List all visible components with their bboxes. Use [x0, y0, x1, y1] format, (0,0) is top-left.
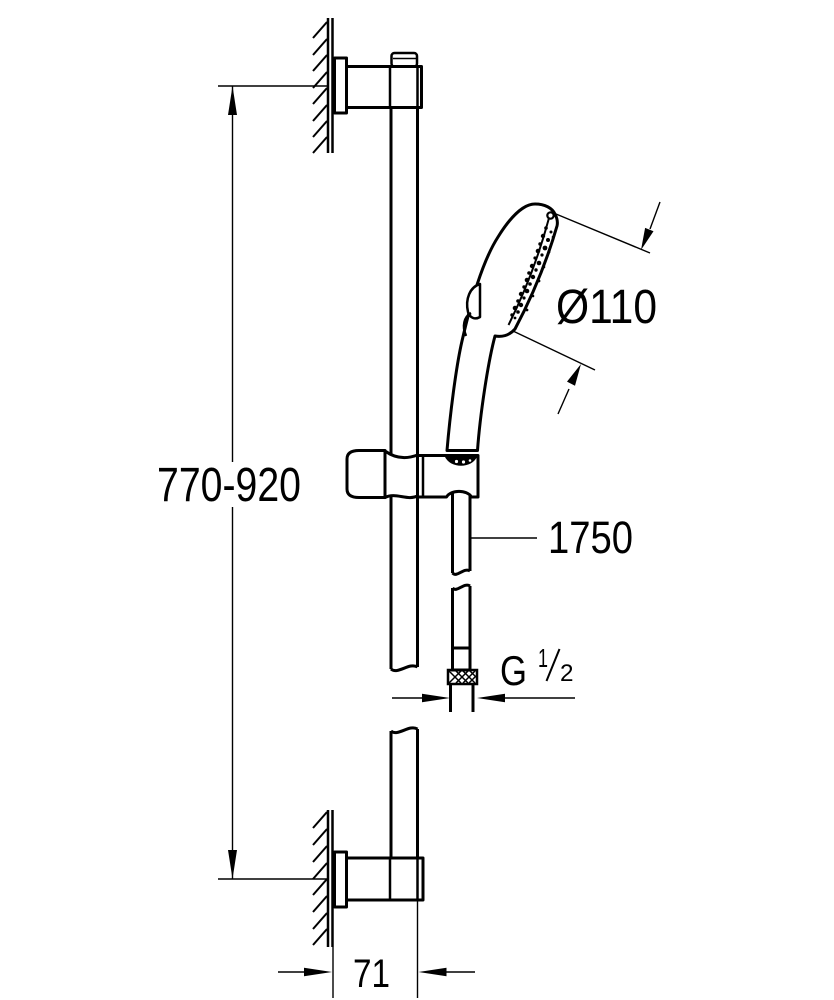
mount-flange — [333, 56, 348, 115]
bar-break-line — [390, 664, 419, 673]
hand-shower-body — [445, 202, 559, 452]
button-lever-line — [462, 311, 472, 337]
dimension-thread: G 1 2 — [392, 643, 575, 703]
mount-body — [345, 856, 425, 902]
arrow-up-icon — [228, 86, 237, 115]
holder-knob — [345, 449, 387, 499]
dimension-bar-height: 770-920 — [157, 85, 327, 880]
top-wall-mount — [312, 18, 423, 154]
thread-label-denominator: 2 — [560, 660, 574, 687]
arrow-down-icon — [228, 850, 237, 879]
arrow-down-left-icon — [641, 227, 654, 250]
fitting-knurl-ring — [446, 668, 479, 686]
holder-block — [416, 454, 480, 499]
thread-label-g: G — [500, 647, 527, 694]
holder-clamp — [383, 449, 419, 500]
arrow-left-icon — [477, 693, 505, 703]
hose-break-line — [451, 583, 471, 591]
extension-line-upper — [555, 213, 651, 254]
knurl-hatch — [448, 670, 477, 684]
extension-line-lower — [512, 330, 596, 371]
dimension-head-diameter: Ø110 — [512, 201, 661, 415]
thread-label-numerator: 1 — [538, 643, 548, 673]
arrow-left-icon — [418, 967, 447, 977]
hand-shower — [445, 202, 559, 452]
head-pivot-detail — [546, 211, 555, 220]
wall-clearance-label: 71 — [353, 952, 390, 996]
spray-nozzle-dots — [510, 226, 555, 320]
mount-body — [345, 65, 423, 109]
fitting-nut — [451, 646, 472, 672]
bottom-wall-mount — [312, 810, 425, 947]
bar-height-label: 770-920 — [157, 459, 301, 512]
slide-bar-lower-section — [389, 726, 419, 858]
wall-hatching — [312, 811, 328, 946]
arrow-right-icon — [422, 693, 450, 703]
shower-hose-lower — [451, 583, 472, 648]
arrow-right-icon — [304, 967, 332, 977]
slide-bar-upper-section — [389, 107, 419, 673]
hose-fitting — [446, 646, 479, 712]
spray-face-inner-line — [507, 217, 550, 326]
dimension-hose-length: 1750 — [470, 512, 633, 563]
mount-flange — [333, 850, 348, 909]
hose-break-line — [451, 568, 471, 576]
glider-holder — [345, 449, 480, 500]
arrow-up-right-icon — [567, 364, 581, 386]
dimension-wall-clearance: 71 — [278, 900, 475, 998]
mount-cap — [390, 51, 419, 68]
fraction-slash — [545, 648, 561, 682]
handle-socket — [444, 456, 478, 466]
head-diameter-label: Ø110 — [556, 281, 657, 334]
wall-hatching — [312, 21, 328, 154]
bar-break-line — [390, 726, 419, 735]
spray-mode-button — [465, 282, 482, 320]
hose-length-label: 1750 — [548, 512, 633, 563]
